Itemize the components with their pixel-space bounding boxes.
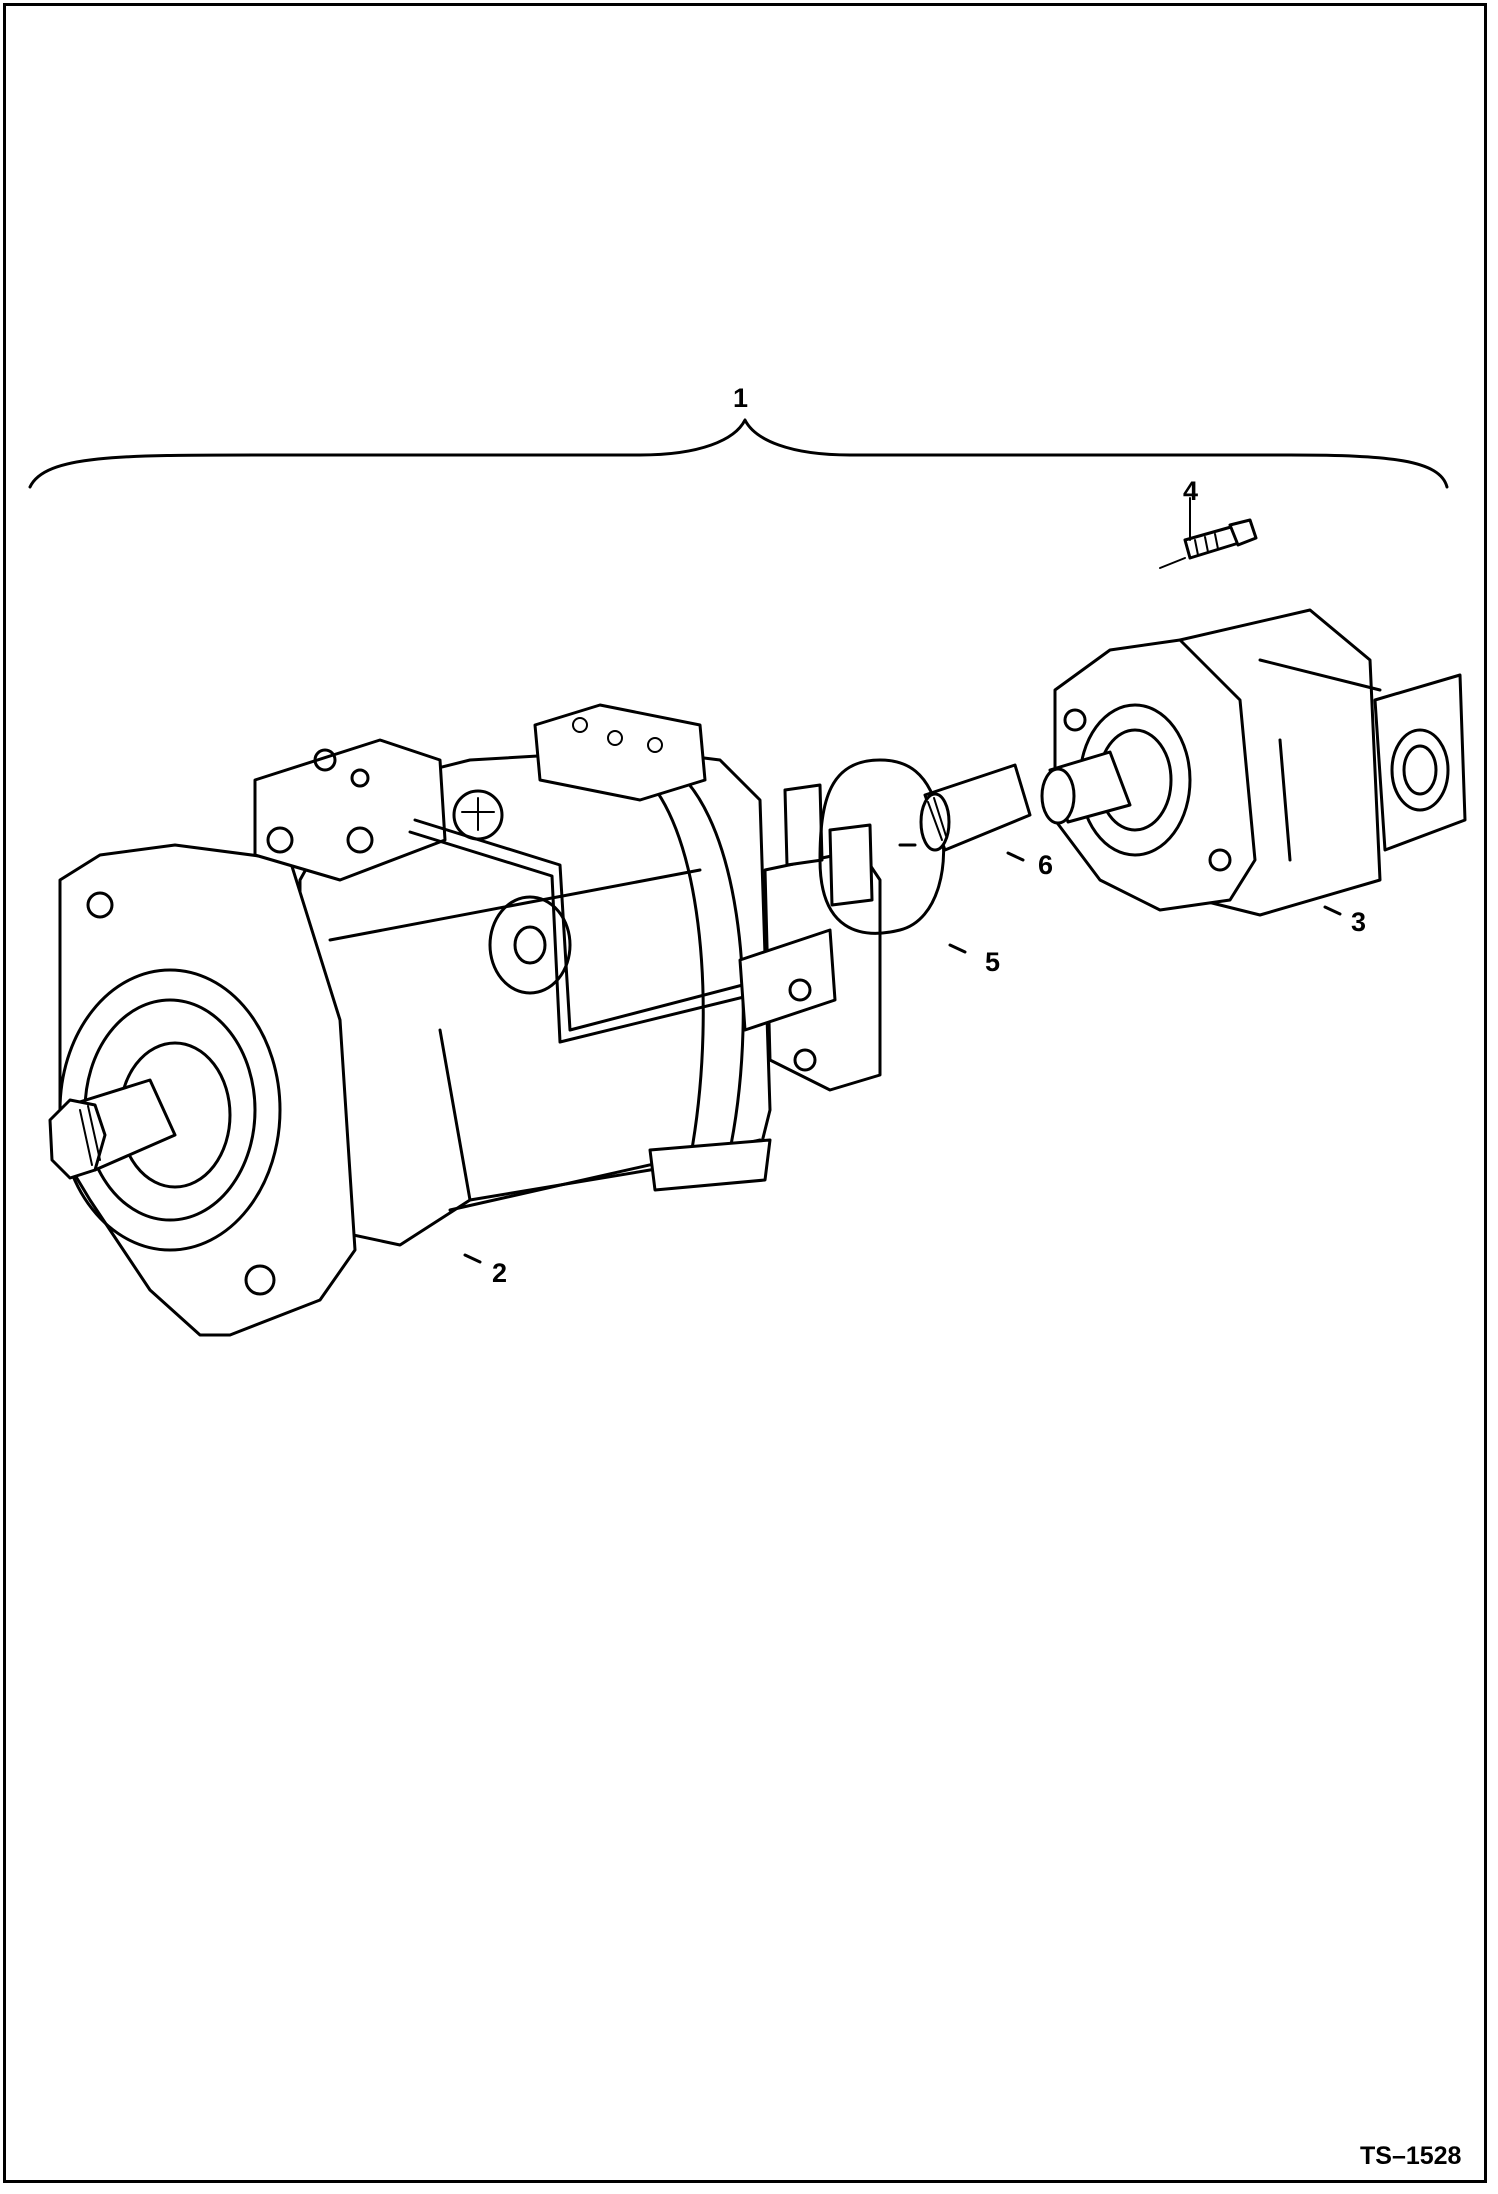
figure-id: TS–1528 (1360, 2142, 1462, 2170)
coupler (919, 763, 1032, 852)
callout-label-4: 4 (1183, 476, 1198, 506)
leader-line-5 (948, 943, 967, 954)
valve-block (738, 783, 882, 1092)
callout-label-5: 5 (985, 947, 1000, 977)
leader-line-6 (1006, 851, 1025, 862)
bolt (1159, 497, 1258, 569)
callout-label-6: 6 (1038, 850, 1053, 880)
main-pump (48, 703, 807, 1337)
gear-pump (1040, 608, 1467, 917)
callout-label-1: 1 (733, 383, 748, 413)
leader-line-2 (463, 1253, 482, 1264)
leader-line-3 (1323, 905, 1342, 916)
callout-label-2: 2 (492, 1258, 507, 1288)
callout-label-3: 3 (1351, 907, 1366, 937)
assembly-bracket (28, 418, 1449, 489)
